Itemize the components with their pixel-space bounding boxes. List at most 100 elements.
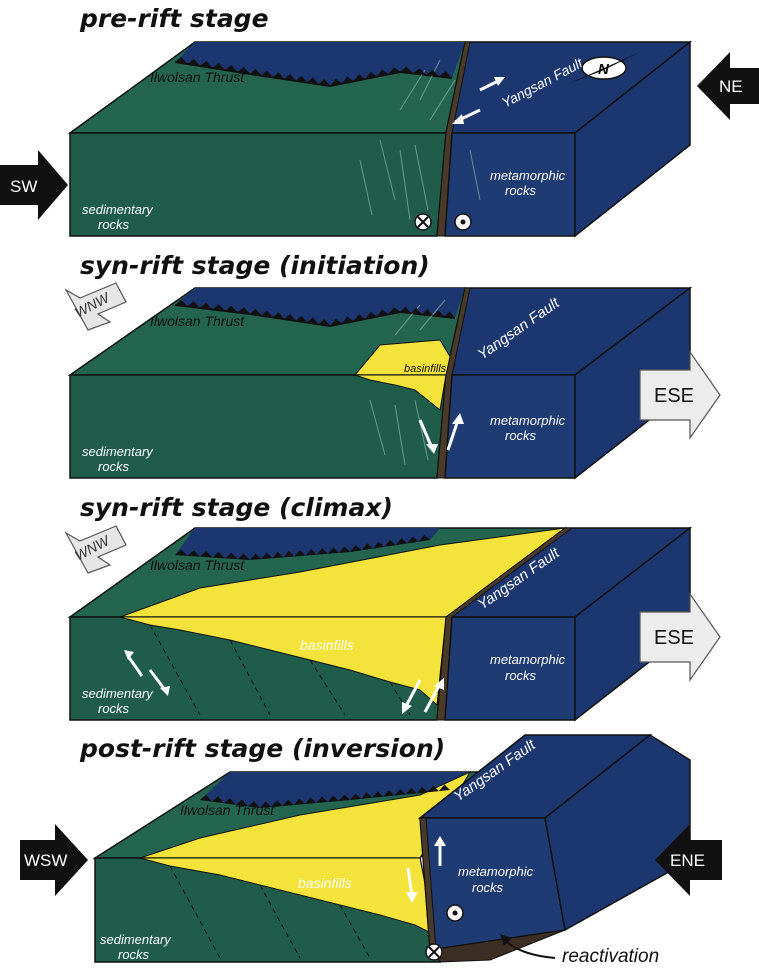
thrust-tooth <box>293 798 305 805</box>
thrust-tooth <box>248 801 260 808</box>
thrust-tooth <box>307 77 319 85</box>
basinfills-label: basinfills <box>298 875 352 891</box>
thrust-tooth <box>284 314 296 321</box>
normal-slip-arrow-left-2 <box>148 669 167 691</box>
normal-slip-arrowhead-left-2 <box>160 686 170 696</box>
thrust-tooth <box>407 536 419 544</box>
thrust-tooth <box>411 307 422 315</box>
thrust-tooth <box>305 549 317 556</box>
normal-slip-arrowhead-down <box>402 702 412 714</box>
thrust-tooth <box>305 797 317 804</box>
thrust-tooth <box>187 301 200 308</box>
panel-syn-rift-climax: syn-rift stage (climax) Ilwolsan Thrust … <box>64 493 721 722</box>
thrust-tooth <box>200 551 213 558</box>
sedimentary-label-1: sedimentary <box>82 444 154 459</box>
sedimentary-label-2: rocks <box>98 217 130 232</box>
thrust-tooth <box>250 553 262 560</box>
thrust-tooth <box>383 790 395 797</box>
thrust-hanging-wall <box>175 288 465 326</box>
thrust-tooth <box>400 306 411 314</box>
thrust-tooth <box>318 79 330 86</box>
sw-arrow: SW <box>0 150 68 220</box>
sedimentary-label-2: rocks <box>98 701 130 716</box>
thrust-tooth <box>388 67 400 75</box>
thrust-tooth <box>341 316 354 324</box>
normal-slip-arrow-left <box>126 655 144 677</box>
thrust-tooth <box>416 786 428 794</box>
thrust-tooth <box>225 305 238 313</box>
buried-fault-traces <box>149 624 411 716</box>
normal-slip-arrowhead-up <box>452 413 464 424</box>
ese-arrow: ESE <box>639 592 721 682</box>
thrust-tooth <box>272 312 285 320</box>
metamorphic-label-1: metamorphic <box>490 652 566 667</box>
thrust-tooth <box>294 550 306 557</box>
thrust-tooth <box>175 57 188 64</box>
block-side-face <box>544 734 691 932</box>
thrust-hanging-wall <box>200 772 470 808</box>
wnw-arrow: WNW <box>64 282 127 331</box>
thrust-teeth <box>175 57 455 808</box>
thrust-tooth <box>224 798 236 805</box>
block-side-face <box>574 40 691 238</box>
thrust-tooth <box>282 799 294 806</box>
slip-arrowhead-right <box>494 77 505 86</box>
ne-arrow-label: NE <box>719 77 743 96</box>
north-arrow: N <box>568 52 640 84</box>
thrust-tooth <box>361 792 373 799</box>
panel-pre-rift: pre-rift stage Ilwolsan Thrust Yangsan F… <box>0 4 759 238</box>
thrust-tooth <box>200 302 213 310</box>
thrust-tooth <box>330 78 342 86</box>
thrust-tooth <box>365 311 377 319</box>
thrust-tooth <box>372 541 385 549</box>
reverse-slip-arrowhead-up <box>434 836 446 846</box>
thrust-tooth <box>212 63 225 70</box>
sedimentary-label-1: sedimentary <box>82 202 154 217</box>
thrust-tooth <box>318 319 330 326</box>
thrust-tooth <box>427 785 439 793</box>
sedimentary-label-1: sedimentary <box>82 686 154 701</box>
panel-title: post-rift stage (inversion) <box>79 734 445 763</box>
thrust-tooth <box>350 793 362 800</box>
thrust-tooth <box>175 549 188 556</box>
sedimentary-label-2: rocks <box>98 459 130 474</box>
basinfills-label: basinfills <box>300 637 354 653</box>
thrust-tooth <box>418 534 430 542</box>
ese-arrow-label: ESE <box>654 627 694 649</box>
thrust-tooth <box>376 309 389 317</box>
into-page-symbol <box>425 943 443 961</box>
thrust-tooth <box>187 550 200 557</box>
thrust-tooth <box>341 76 354 84</box>
normal-slip-arrow-up <box>446 419 460 451</box>
thrust-tooth <box>388 307 400 315</box>
thrust-tooth <box>426 69 439 77</box>
thrust-tooth <box>384 540 396 547</box>
thrust-tooth <box>212 304 225 311</box>
thrust-tooth <box>405 787 417 795</box>
north-label: N <box>598 61 610 78</box>
buried-fault-traces <box>169 865 371 959</box>
thrust-hanging-wall <box>175 42 465 86</box>
metamorphic-label-1: metamorphic <box>490 168 566 183</box>
ene-arrow-label: ENE <box>670 851 705 870</box>
metamorphic-label-2: rocks <box>505 428 537 443</box>
thrust-tooth <box>439 71 452 78</box>
thrust-tooth <box>187 59 200 66</box>
thrust-tooth <box>438 784 450 792</box>
normal-slip-arrowhead-left <box>124 650 134 660</box>
thrust-tooth <box>225 552 238 560</box>
into-page-symbol <box>414 213 432 231</box>
panel-post-rift-inversion: post-rift stage (inversion) Ilwolsan Thr… <box>20 734 722 967</box>
thrust-tooth <box>327 547 339 554</box>
thrust-tooth <box>212 796 224 804</box>
thrust-tooth <box>316 796 328 803</box>
thrust-tooth <box>422 309 433 316</box>
ene-arrow: ENE <box>655 824 722 896</box>
thrust-tooth <box>350 545 362 552</box>
basinfills-label: basinfills <box>404 363 447 375</box>
panel-title: pre-rift stage <box>79 4 269 33</box>
thrust-tooth <box>338 546 350 553</box>
wsw-arrow-label: WSW <box>24 851 67 870</box>
normal-slip-arrowhead-up <box>434 678 444 690</box>
